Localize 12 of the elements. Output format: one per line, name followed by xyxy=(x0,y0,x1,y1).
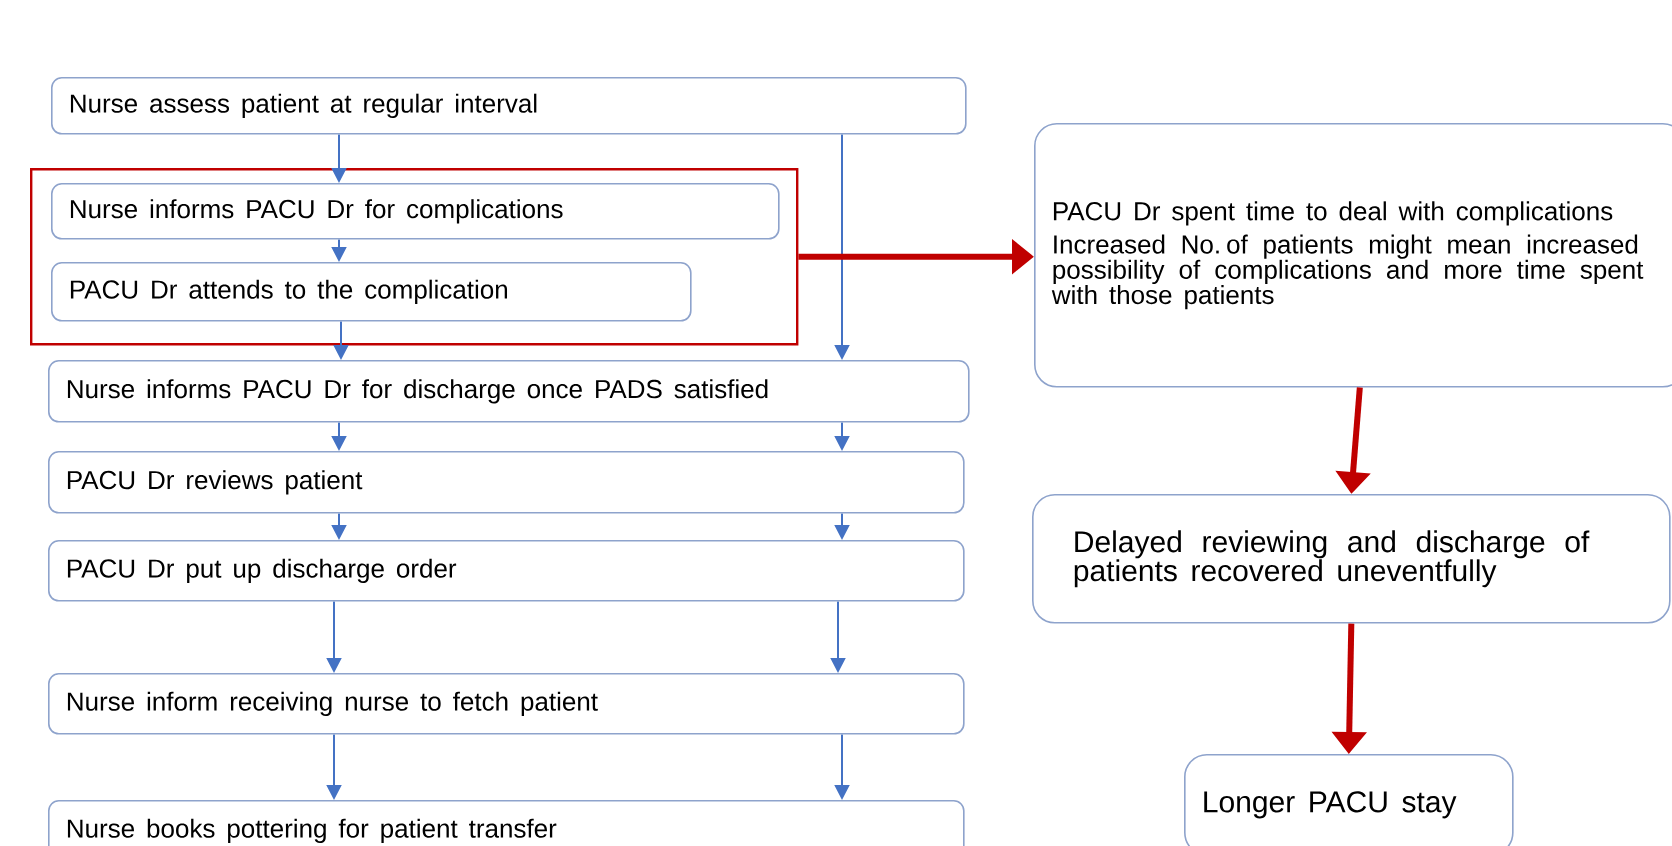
process-box: Longer PACU stay xyxy=(1184,754,1514,846)
process-box: Delayed reviewing and discharge of patients recovered uneventfully xyxy=(1032,494,1671,624)
process-box: Nurse informs PACU Dr for complications xyxy=(51,183,780,240)
process-box: PACU Dr reviews patient xyxy=(48,451,965,514)
process-box: Nurse inform receiving nurse to fetch patient xyxy=(48,673,965,735)
process-box: Nurse assess patient at regular interval xyxy=(51,77,967,135)
process-box: PACU Dr spent time to deal with complications Increased No. of patients might mean increased possibility of complications and more time spent with those patients xyxy=(1034,123,1672,388)
process-box: PACU Dr attends to the complication xyxy=(51,262,692,322)
highlight-frame xyxy=(30,168,799,346)
process-box: Nurse books pottering for patient transfer xyxy=(48,800,965,846)
process-box: Nurse informs PACU Dr for discharge once PADS satisfied xyxy=(48,360,970,423)
process-box: PACU Dr put up discharge order xyxy=(48,540,965,602)
